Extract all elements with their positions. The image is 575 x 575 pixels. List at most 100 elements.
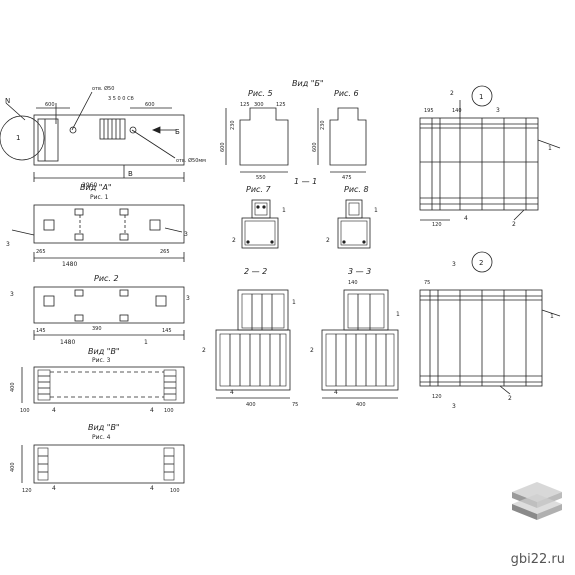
dim-400-a: 400: [10, 382, 16, 392]
callout-circle-1a: 1: [16, 134, 20, 142]
arrow-v-label: В: [128, 170, 133, 178]
callout-4-d: 4: [150, 485, 154, 492]
dim-600-c: 600: [220, 142, 226, 152]
callout-3-c: 3: [10, 291, 14, 298]
watermark-text: gbi22.ru: [510, 552, 565, 567]
dim-600-a: 600: [45, 102, 55, 108]
dim-400-b: 400: [10, 462, 16, 472]
dim-3500: 3 5 0 0 Сб: [108, 96, 134, 102]
dim-145-a: 145: [36, 328, 46, 334]
callout-1-ris8: 1: [374, 207, 378, 214]
dim-140: 140: [452, 108, 462, 114]
arrow-b-label: Б: [175, 128, 180, 136]
callout-2-ris8: 2: [326, 237, 330, 244]
ris8-section: [337, 199, 371, 249]
dim-390: 390: [92, 326, 102, 332]
ris7-title: Рис. 7: [246, 185, 272, 194]
ris7-section: [241, 199, 279, 249]
section-3-3: [321, 289, 399, 399]
dim-300: 300: [254, 102, 264, 108]
n-label: N: [5, 97, 10, 105]
callout-3-cage2b: 3: [452, 403, 456, 410]
dim-100-c: 100: [170, 488, 180, 494]
view-v-ris4: [21, 444, 185, 484]
section-2-2: [215, 289, 291, 399]
callout-4-cage1: 4: [464, 215, 468, 222]
callout-1-s22: 1: [292, 299, 296, 306]
dim-600-b: 600: [145, 102, 155, 108]
callout-1-ris7: 1: [282, 207, 286, 214]
dim-265-a: 265: [36, 249, 46, 255]
dim-120-cage2: 120: [432, 394, 442, 400]
callout-3-a: 3: [6, 241, 10, 248]
callout-4-s22: 4: [230, 389, 234, 396]
dim-125-b: 125: [276, 102, 286, 108]
dim-1480-a: 1480: [62, 261, 77, 268]
vid-v-title-1: Вид "В": [88, 347, 120, 356]
ris5-title: Рис. 5: [248, 89, 273, 98]
ris1-title: Рис. 1: [90, 194, 109, 201]
dim-265-b: 265: [160, 249, 170, 255]
ris2-view: [33, 286, 185, 340]
callout-4-a: 4: [52, 407, 56, 414]
dim-125-a: 125: [240, 102, 250, 108]
dim-145-b: 145: [162, 328, 172, 334]
dim-550: 550: [256, 175, 266, 181]
otv-50-label: отв. Ø50: [92, 85, 114, 92]
vid-a-title: Вид "А": [80, 183, 112, 192]
callout-3-b: 3: [184, 231, 188, 238]
ris6-profile: [317, 107, 367, 173]
dim-120-b: 120: [432, 222, 442, 228]
dim-75: 75: [292, 402, 298, 408]
ris8-title: Рис. 8: [344, 185, 369, 194]
callout-1-cage2: 1: [550, 313, 554, 320]
dim-400-c: 400: [246, 402, 256, 408]
dim-100-b: 100: [164, 408, 174, 414]
dim-195: 195: [424, 108, 434, 114]
dim-400-d: 400: [356, 402, 366, 408]
dim-230-b: 230: [320, 120, 326, 130]
callout-2-cage1: 2: [450, 90, 454, 97]
dim-120-a: 120: [22, 488, 32, 494]
dim-600-d: 600: [312, 142, 318, 152]
callout-1-s33: 1: [396, 311, 400, 318]
section-1-1: 1 — 1: [294, 177, 317, 186]
callout-3-cage2: 3: [452, 261, 456, 268]
callout-2-s33: 2: [310, 347, 314, 354]
circle-1-label: 1: [479, 93, 483, 101]
main-plan-view: [0, 91, 185, 182]
dim-1480-b: 1480: [60, 339, 75, 346]
site-logo-icon: [512, 482, 562, 520]
ris2-title: Рис. 2: [94, 274, 119, 283]
view-v-ris3: [21, 366, 185, 404]
callout-2-cage1b: 2: [512, 221, 516, 228]
callout-1-ris2: 1: [144, 339, 148, 346]
dim-475: 475: [342, 175, 352, 181]
callout-2-s22: 2: [202, 347, 206, 354]
callout-4-b: 4: [150, 407, 154, 414]
dim-100-a: 100: [20, 408, 30, 414]
dim-75-cage2: 75: [424, 280, 430, 286]
callout-2-ris7: 2: [232, 237, 236, 244]
rebar-cage-1: [419, 85, 561, 221]
callout-3-cage1: 3: [496, 107, 500, 114]
otv-50mm-label: отв. Ø50мм: [176, 157, 206, 164]
section-2-2-title: 2 — 2: [244, 267, 267, 276]
dim-140-s33: 140: [348, 280, 358, 286]
callout-3-d: 3: [186, 295, 190, 302]
callout-4-s33: 4: [334, 389, 338, 396]
callout-4-c: 4: [52, 485, 56, 492]
vid-b-title: Вид "Б": [292, 79, 324, 88]
ris3-title: Рис. 3: [92, 357, 111, 364]
ris4-title: Рис. 4: [92, 434, 111, 441]
callout-2-cage2: 2: [508, 395, 512, 402]
dim-230-a: 230: [230, 120, 236, 130]
section-3-3-title: 3 — 3: [348, 267, 371, 276]
vid-v-title-2: Вид "В": [88, 423, 120, 432]
ris6-title: Рис. 6: [334, 89, 359, 98]
ris5-profile: [225, 107, 289, 173]
callout-1-cage1: 1: [548, 145, 552, 152]
rebar-cage-2: [419, 251, 561, 395]
view-a-ris1: [11, 204, 185, 262]
